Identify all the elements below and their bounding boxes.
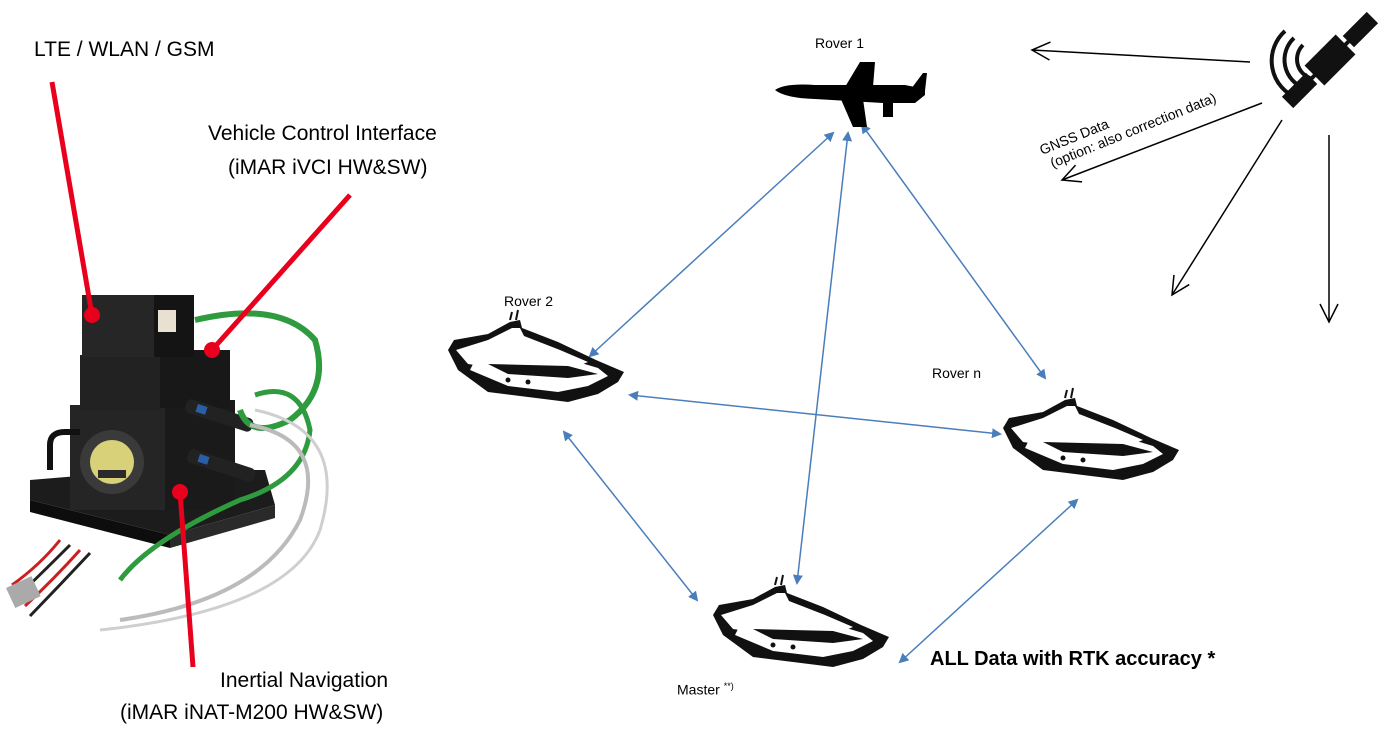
rover2-yacht-icon (447, 309, 625, 403)
signal-waves-icon (1269, 29, 1323, 100)
pointer-lines (49, 81, 352, 668)
link-master-rovern (898, 498, 1079, 664)
master-label: Master **) (677, 681, 734, 698)
link-rover1-rover2 (588, 131, 835, 358)
gnss-arrow-down-left (1171, 119, 1283, 297)
master-yacht-icon (712, 574, 890, 668)
comm-pointer-dot (84, 307, 100, 323)
gnss-arrows (1030, 41, 1339, 324)
master-label-text: Master (677, 681, 720, 698)
satellite-icon (1281, 11, 1379, 109)
vci-label-line1: Vehicle Control Interface (208, 122, 437, 145)
link-rover2-rovern (628, 390, 1002, 439)
rover1-label: Rover 1 (815, 35, 865, 51)
link-rover1-rovern (860, 123, 1047, 380)
gnss-arrow-correction (1060, 102, 1263, 183)
gnss-arrow-to-rover1 (1030, 41, 1251, 63)
ins-label-line1: Inertial Navigation (220, 669, 389, 692)
link-rover2-master (562, 430, 699, 602)
vci-pointer-line (210, 193, 352, 352)
rover2-label: Rover 2 (504, 293, 554, 309)
ins-pointer-line (177, 491, 196, 668)
vci-pointer-dot (204, 342, 220, 358)
device-illustration (5, 295, 329, 632)
rtk-accuracy-label: ALL Data with RTK accuracy * (930, 648, 1216, 670)
drone-icon (775, 62, 927, 127)
network-links (562, 123, 1079, 664)
comm-pointer-line (49, 81, 95, 316)
vci-label-line2: (iMAR iVCI HW&SW) (228, 156, 428, 179)
comm-label: LTE / WLAN / GSM (34, 38, 215, 61)
master-footnote-mark: **) (723, 681, 734, 691)
ins-label-line2: (iMAR iNAT-M200 HW&SW) (120, 701, 384, 724)
ins-pointer-dot (172, 484, 188, 500)
rovern-yacht-icon (1002, 387, 1180, 481)
rovern-label: Rover n (932, 365, 982, 381)
gnss-label: GNSS Data (option: also correction data) (1037, 89, 1218, 170)
link-rover1-master (792, 131, 853, 585)
